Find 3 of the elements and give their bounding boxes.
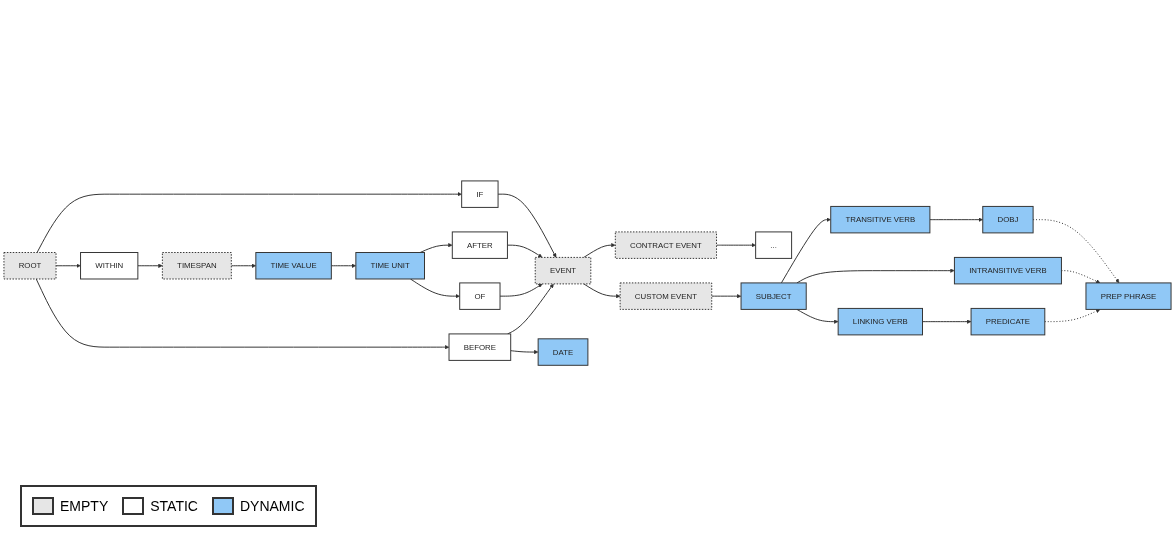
legend-label: STATIC [150,498,198,514]
legend-label: DYNAMIC [239,498,305,514]
legend-label: EMPTY [60,498,109,514]
